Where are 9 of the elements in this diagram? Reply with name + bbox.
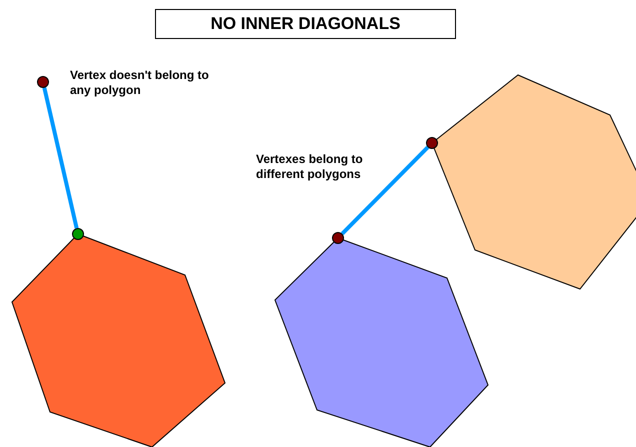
title-box: NO INNER DIAGONALS (155, 9, 456, 39)
vertex-dot (426, 137, 438, 149)
vertex-dot (37, 76, 49, 88)
note-text: Vertex doesn't belong to any polygon (70, 68, 210, 98)
connector-line (340, 146, 430, 236)
note-text: Vertexes belong to different polygons (256, 152, 364, 182)
vertex-dot (332, 232, 344, 244)
vertex-dot (72, 228, 84, 240)
connector-line (42, 87, 79, 229)
